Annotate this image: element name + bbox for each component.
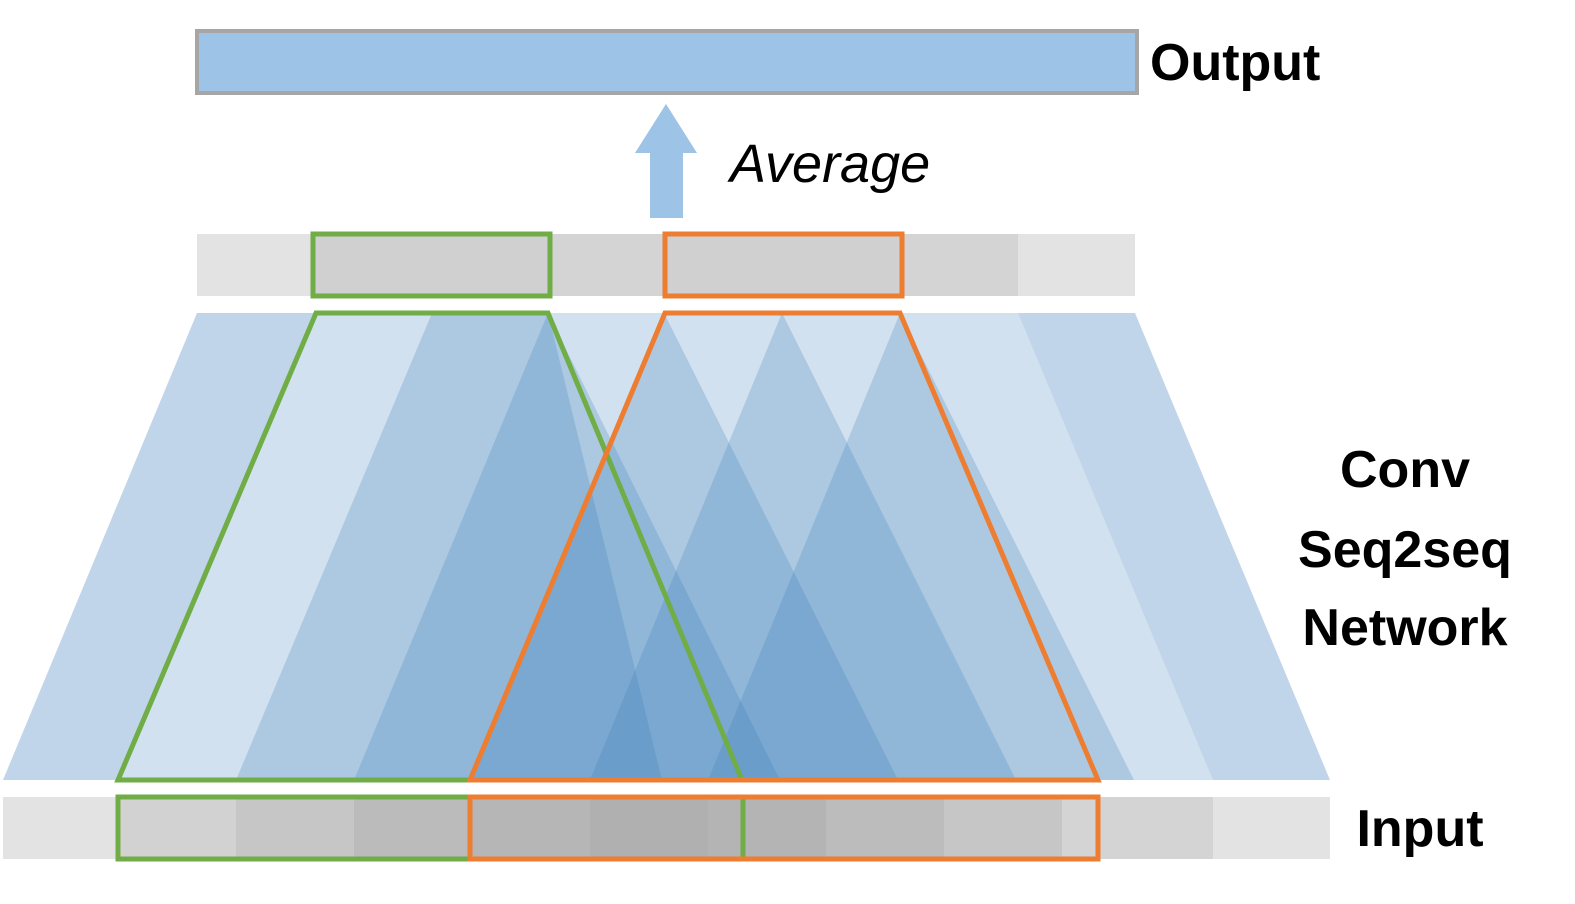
conv-field <box>354 313 898 780</box>
hidden-cell <box>1018 234 1135 296</box>
orange-window <box>466 231 1102 862</box>
average-label: Average <box>727 134 930 194</box>
input-cell <box>3 797 118 859</box>
up-arrow-icon <box>635 104 697 218</box>
conv-field <box>708 313 1213 780</box>
input-cell <box>472 797 590 859</box>
green-input-box <box>115 794 746 862</box>
network-label-line1: Conv <box>1340 441 1470 499</box>
hidden-layer-row <box>197 234 1135 296</box>
input-cell <box>118 797 236 859</box>
input-cell <box>708 797 826 859</box>
output-label: Output <box>1150 34 1320 92</box>
input-label: Input <box>1356 800 1483 858</box>
hidden-cell <box>313 234 550 296</box>
input-cell <box>826 797 944 859</box>
hidden-cell <box>665 234 902 296</box>
network-label-line2: Seq2seq <box>1298 521 1512 579</box>
hidden-cell <box>197 234 313 296</box>
conv-field <box>472 313 1016 780</box>
input-layer-row <box>3 797 1330 859</box>
orange-conv-trapezoid <box>466 310 1102 783</box>
input-cell <box>236 797 354 859</box>
input-cell <box>1213 797 1330 859</box>
orange-output-box <box>662 231 905 299</box>
orange-input-box <box>467 794 1101 862</box>
conv-field <box>1018 313 1330 780</box>
input-cell <box>354 797 472 859</box>
hidden-cell <box>550 234 665 296</box>
conv-field <box>236 313 780 780</box>
conv-field <box>3 313 313 780</box>
output-bar <box>195 29 1139 95</box>
conv-network-trapezoid <box>3 313 1330 780</box>
green-output-box <box>310 231 553 299</box>
input-cell <box>590 797 708 859</box>
network-label-line3: Network <box>1302 599 1507 657</box>
conv-field <box>590 313 1134 780</box>
conv-field <box>118 313 662 780</box>
hidden-cell <box>902 234 1018 296</box>
input-cell <box>944 797 1062 859</box>
input-cell <box>1062 797 1213 859</box>
